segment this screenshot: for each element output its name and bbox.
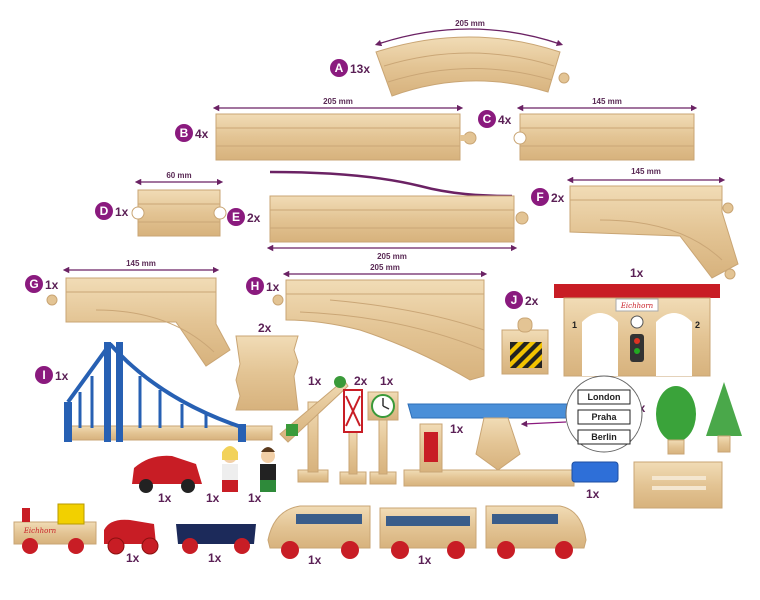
dimension-label-h: 205 mm bbox=[370, 263, 400, 272]
station-track-1: 1 bbox=[572, 320, 577, 330]
station-building: 1x Eichhorn 1 2 bbox=[554, 266, 720, 377]
track-piece-d: 60 mm bbox=[131, 171, 227, 237]
blue-bench: 1x bbox=[571, 461, 619, 501]
dimension-label-g: 145 mm bbox=[126, 259, 156, 268]
quantity-locomotive-set: 1x bbox=[126, 551, 140, 565]
signal-post: 1x bbox=[279, 374, 349, 483]
quantity-e: 2x bbox=[247, 211, 261, 225]
station-clock: 1x bbox=[367, 374, 399, 485]
badge-letter-f: F bbox=[536, 190, 543, 204]
badge-g: G 1x bbox=[25, 275, 59, 293]
quantity-d: 1x bbox=[115, 205, 129, 219]
badge-letter-h: H bbox=[251, 279, 260, 293]
track-piece-a: 205 mm bbox=[374, 19, 570, 97]
quantity-bench: 1x bbox=[586, 487, 600, 501]
dimension-label-d: 60 mm bbox=[166, 171, 191, 180]
train-middle-car bbox=[379, 507, 477, 559]
trees bbox=[633, 382, 742, 509]
badge-e: E 2x bbox=[227, 208, 261, 226]
quantity-red-car: 1x bbox=[158, 491, 172, 505]
quantity-train-middle: 1x bbox=[418, 553, 432, 567]
quantity-j: 2x bbox=[525, 294, 539, 308]
badge-letter-c: C bbox=[483, 112, 492, 126]
badge-f: F 2x bbox=[531, 188, 565, 206]
red-car: 1x bbox=[132, 455, 202, 505]
badge-d: D 1x bbox=[95, 202, 129, 220]
quantity-a: 13x bbox=[350, 62, 370, 76]
dimension-label-a: 205 mm bbox=[455, 19, 485, 28]
quantity-c: 4x bbox=[498, 113, 512, 127]
dimension-label-f: 145 mm bbox=[631, 167, 661, 176]
bridge bbox=[64, 342, 273, 442]
quantity-b: 4x bbox=[195, 127, 209, 141]
badge-h: H 1x bbox=[246, 277, 280, 295]
quantity-figure-2: 1x bbox=[248, 491, 262, 505]
track-piece-b: 205 mm bbox=[212, 97, 477, 161]
dimension-label-c: 145 mm bbox=[592, 97, 622, 106]
quantity-f: 2x bbox=[551, 191, 565, 205]
destination-sign-2: Berlin bbox=[591, 432, 617, 442]
quantity-ramp: 2x bbox=[258, 321, 272, 335]
badge-letter-b: B bbox=[180, 126, 189, 140]
station-platform: 1x bbox=[403, 403, 575, 487]
quantity-train-front: 1x bbox=[308, 553, 322, 567]
buffer-stop bbox=[501, 317, 549, 375]
badge-a: A 13x bbox=[330, 59, 370, 77]
badge-i: I 1x bbox=[35, 366, 69, 384]
quantity-wagon: 1x bbox=[208, 551, 222, 565]
dimension-label-e: 205 mm bbox=[377, 252, 407, 261]
destination-signs: 1x London Praha Berlin bbox=[520, 375, 646, 453]
badge-letter-g: G bbox=[29, 277, 38, 291]
ramp-piece: 2x bbox=[235, 321, 299, 411]
quantity-figure-1: 1x bbox=[206, 491, 220, 505]
locomotive: Eichhorn bbox=[13, 503, 97, 554]
badge-c: C 4x bbox=[478, 110, 512, 128]
quantity-i: 1x bbox=[55, 369, 69, 383]
badge-letter-e: E bbox=[232, 210, 240, 224]
figure-woman: 1x bbox=[206, 446, 238, 505]
quantity-station: 1x bbox=[630, 266, 644, 280]
destination-sign-0: London bbox=[588, 392, 621, 402]
quantity-g: 1x bbox=[45, 278, 59, 292]
crossing-sign: 2x bbox=[339, 374, 368, 485]
badge-j: J 2x bbox=[505, 291, 539, 309]
figure-man: 1x bbox=[248, 447, 276, 505]
badge-b: B 4x bbox=[175, 124, 209, 142]
train-front-car bbox=[267, 505, 371, 559]
badge-letter-j: J bbox=[511, 293, 518, 307]
quantity-clock: 1x bbox=[380, 374, 394, 388]
locomotive-logo: Eichhorn bbox=[23, 527, 57, 535]
track-piece-g: 145 mm bbox=[46, 259, 231, 367]
quantity-h: 1x bbox=[266, 280, 280, 294]
quantity-crossing: 2x bbox=[354, 374, 368, 388]
track-piece-h: 205 mm bbox=[272, 263, 488, 381]
blue-wagon bbox=[176, 524, 256, 554]
track-piece-f: 145 mm bbox=[566, 167, 739, 280]
destination-sign-1: Praha bbox=[591, 412, 617, 422]
station-track-2: 2 bbox=[695, 320, 700, 330]
track-piece-e: 205 mm bbox=[266, 170, 529, 261]
station-logo: Eichhorn bbox=[620, 302, 654, 310]
badge-letter-a: A bbox=[335, 61, 344, 75]
badge-letter-d: D bbox=[100, 204, 109, 218]
quantity-signal: 1x bbox=[308, 374, 322, 388]
badge-letter-i: I bbox=[42, 368, 45, 382]
red-wagon bbox=[104, 519, 159, 555]
dimension-label-b: 205 mm bbox=[323, 97, 353, 106]
track-piece-c: 145 mm bbox=[513, 97, 698, 161]
train-rear-car bbox=[485, 505, 587, 559]
quantity-platform: 1x bbox=[450, 422, 464, 436]
